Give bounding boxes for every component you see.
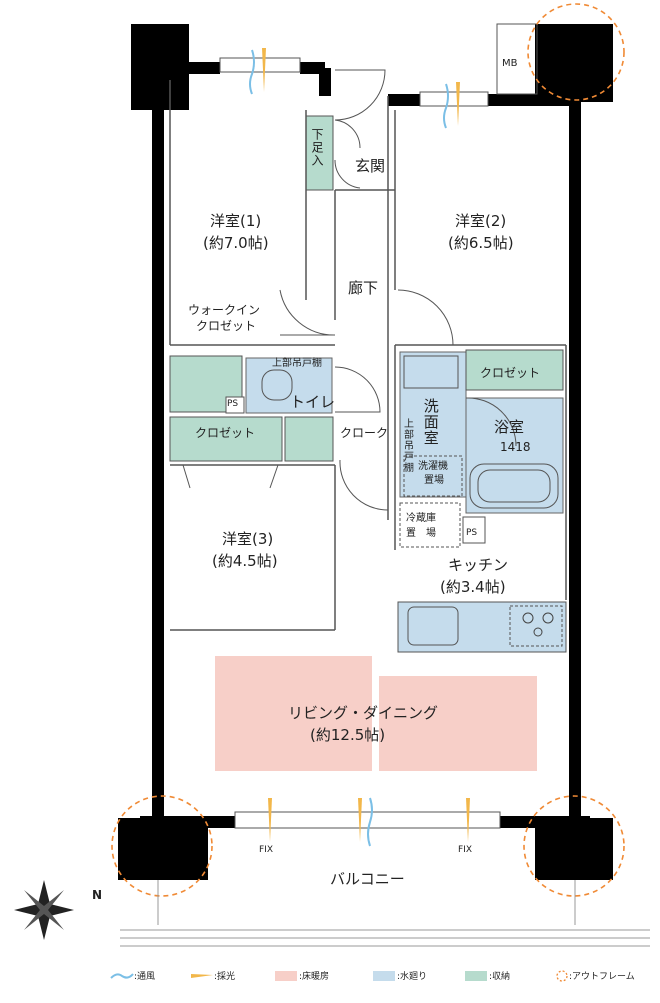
legend-water-label: :水廻り <box>397 972 428 982</box>
label-fix-right: FIX <box>458 845 472 855</box>
label-ps-2: PS <box>466 528 478 538</box>
light-marks <box>262 48 470 842</box>
toilet-bowl <box>261 369 293 401</box>
burner-3 <box>533 627 543 637</box>
label-washer-place: 置場 <box>424 475 444 486</box>
legend-light: :採光 <box>190 969 235 982</box>
label-fridge: 冷蔵庫 <box>406 513 436 524</box>
legend-floor-heating: :床暖房 <box>275 969 329 982</box>
label-closet-west2: クロゼット <box>480 366 541 380</box>
label-fix-left: FIX <box>259 845 273 855</box>
legend-storage-label: :収納 <box>489 972 511 982</box>
room-western1-size: (約7.0帖) <box>203 234 269 252</box>
label-shoe-storage: 下足入 <box>310 128 324 167</box>
balcony-rails <box>120 880 650 947</box>
legend-ventilation: :通風 <box>110 969 155 982</box>
label-upper-cabinet-vertical: 上部吊戸棚 <box>401 418 413 473</box>
floor-heating-zone-right <box>379 676 537 771</box>
compass-icon <box>14 880 74 940</box>
legend-storage: :収納 <box>465 969 510 982</box>
washbasin <box>403 355 459 389</box>
storage-swatch <box>465 970 487 981</box>
door-swings <box>182 69 517 511</box>
legend-light-label: :採光 <box>214 972 236 982</box>
outframe-circles <box>111 3 625 897</box>
label-bath-size: 1418 <box>500 440 531 454</box>
legend-outframe-label: :アウトフレーム <box>569 972 635 982</box>
label-hallway: 廊下 <box>348 279 379 297</box>
label-toilet: トイレ <box>290 393 336 411</box>
fridge-space <box>399 502 461 548</box>
room-living-name: リビング・ダイニング <box>288 704 439 722</box>
room-western3-size: (約4.5帖) <box>212 552 278 570</box>
room-kitchen-name: キッチン <box>448 556 509 574</box>
north-mark: N <box>92 888 103 902</box>
label-cloak: クローク <box>340 426 389 440</box>
water-swatch <box>373 970 395 981</box>
label-upper-cabinet: 上部吊戸棚 <box>272 358 322 369</box>
wave-icon <box>110 972 134 979</box>
washroom-area <box>399 351 467 498</box>
label-mb: MB <box>502 58 518 69</box>
pillar-bottom-right <box>535 818 613 880</box>
stove <box>509 605 563 647</box>
sink <box>407 606 459 646</box>
label-washroom: 洗面室 <box>421 398 440 446</box>
ps-box-1 <box>225 396 245 414</box>
light-icon <box>191 973 213 978</box>
label-fridge-place: 置 場 <box>406 528 436 539</box>
toilet-area <box>245 357 333 414</box>
pillar-top-right <box>535 24 613 102</box>
label-bathroom: 浴室 <box>494 418 525 436</box>
ps-box-2 <box>462 516 486 544</box>
cloak-storage <box>284 416 334 462</box>
legend-ventilation-label: :通風 <box>134 972 156 982</box>
burner-1 <box>522 612 534 624</box>
room-kitchen-size: (約3.4帖) <box>440 578 506 596</box>
room-living-size: (約12.5帖) <box>310 726 386 744</box>
legend-water: :水廻り <box>373 969 427 982</box>
label-closet-west3: クロゼット <box>195 426 256 440</box>
bathtub <box>469 463 559 509</box>
label-washer: 洗濯機 <box>418 461 448 472</box>
washer-space <box>403 455 463 497</box>
dashed-circle-icon <box>556 969 568 982</box>
label-walkin-closet: クロゼット <box>196 319 257 333</box>
room-western2-size: (約6.5帖) <box>448 234 514 252</box>
legend-outframe: :アウトフレーム <box>555 969 635 982</box>
closet-west2 <box>465 349 564 391</box>
legend: :通風 :採光 :床暖房 :水廻り :収納 :アウトフレーム <box>0 969 660 985</box>
floor-heating-swatch <box>275 970 297 981</box>
ventilation-marks <box>249 49 449 847</box>
closet-west3 <box>169 416 283 462</box>
windows <box>219 57 501 829</box>
pillar-top-left <box>131 24 189 110</box>
label-ps-1: PS <box>227 399 239 409</box>
room-western3-name: 洋室(3) <box>222 530 274 548</box>
label-walkin: ウォークイン <box>188 303 261 317</box>
legend-floor-heating-label: :床暖房 <box>299 972 330 982</box>
room-western2-name: 洋室(2) <box>455 212 507 230</box>
room-western1-name: 洋室(1) <box>210 212 262 230</box>
pillar-bottom-left <box>118 818 208 880</box>
mb-box <box>496 23 538 95</box>
bathtub-inner <box>477 469 551 503</box>
label-entrance: 玄関 <box>355 157 386 175</box>
burner-2 <box>542 612 554 624</box>
floor-heating-zone-left <box>215 656 372 771</box>
label-balcony: バルコニー <box>330 870 405 888</box>
